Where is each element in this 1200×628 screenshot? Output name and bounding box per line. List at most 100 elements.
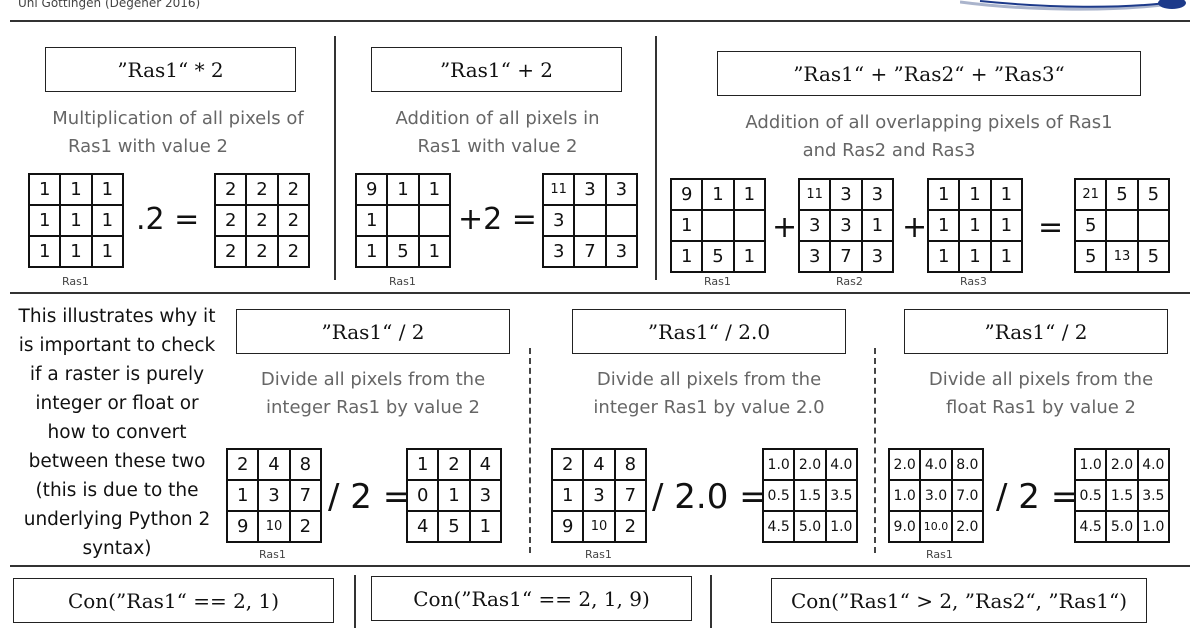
operator-plus: + bbox=[772, 210, 798, 245]
grid-cell: 8 bbox=[615, 450, 647, 481]
grid-cell: 9 bbox=[553, 512, 585, 543]
formula-box-add: ”Ras1“ + 2 bbox=[371, 47, 622, 92]
grid-cell: 5 bbox=[388, 237, 420, 268]
grid-cell: 1 bbox=[30, 206, 62, 237]
grid-cell: 2 bbox=[278, 237, 310, 268]
grid-cell: 1 bbox=[470, 512, 502, 543]
grid-cell: 8 bbox=[290, 450, 322, 481]
operator-multiply: .2 = bbox=[136, 202, 200, 237]
grid-cell: 1.0 bbox=[1138, 512, 1170, 543]
grid-cell: 1 bbox=[357, 237, 389, 268]
row1-separator-1 bbox=[334, 36, 336, 280]
grid-cell: 1 bbox=[960, 242, 992, 273]
grid-cell: 3.5 bbox=[1138, 481, 1170, 512]
grid-cell bbox=[703, 211, 735, 242]
grid-cell: 5 bbox=[703, 242, 735, 273]
row2-separator-2 bbox=[874, 348, 876, 553]
grid-cell: 5.0 bbox=[795, 512, 827, 543]
grid-cell: 3 bbox=[575, 175, 607, 206]
formula-box-divide-float: ”Ras1“ / 2.0 bbox=[572, 309, 846, 354]
operator-divide: / 2 = bbox=[996, 477, 1080, 517]
grid-cell: 1.5 bbox=[795, 481, 827, 512]
description-divide-float-raster: Divide all pixels from the float Ras1 by… bbox=[903, 366, 1179, 422]
grid-cell: 3 bbox=[831, 211, 863, 242]
grid-cell: 4.5 bbox=[764, 512, 796, 543]
note-line: is important to check bbox=[18, 335, 216, 356]
grid-cell: 1 bbox=[991, 180, 1023, 211]
row1-separator-2 bbox=[655, 36, 657, 280]
grid-cell: 3 bbox=[831, 180, 863, 211]
grid-cell: 1 bbox=[960, 180, 992, 211]
grid-cell: 1.0 bbox=[764, 450, 796, 481]
grid-cell: 9.0 bbox=[890, 512, 922, 543]
grid-cell: 5 bbox=[1076, 242, 1108, 273]
grid-cell: 21 bbox=[1076, 180, 1108, 211]
formula-box-con-2: Con(”Ras1“ == 2, 1, 9) bbox=[371, 576, 692, 621]
grid-cell: 1 bbox=[419, 237, 451, 268]
note-line: underlying Python 2 bbox=[23, 509, 211, 530]
grid-cell: 4 bbox=[470, 450, 502, 481]
grid-cell: 3.0 bbox=[921, 481, 953, 512]
grid-cell: 0.5 bbox=[1076, 481, 1108, 512]
grid-cell: 1 bbox=[228, 481, 260, 512]
grid-cell: 3 bbox=[544, 237, 576, 268]
grid-cell: 4.5 bbox=[1076, 512, 1108, 543]
grid-cell: 2 bbox=[553, 450, 585, 481]
grid-cell: 5 bbox=[439, 512, 471, 543]
grid-label: Ras2 bbox=[836, 275, 863, 288]
grid-cell: 1 bbox=[929, 242, 961, 273]
row2-divider bbox=[10, 565, 1190, 567]
operator-equals: = bbox=[1038, 210, 1064, 245]
formula-box-divide-int: ”Ras1“ / 2 bbox=[236, 309, 510, 354]
desc-line: float Ras1 by value 2 bbox=[946, 397, 1136, 418]
operator-divide: / 2 = bbox=[328, 477, 412, 517]
grid-cell: 1 bbox=[30, 175, 62, 206]
grid-cell: 1 bbox=[703, 180, 735, 211]
desc-line: Addition of all pixels in bbox=[395, 108, 600, 129]
desc-line: integer Ras1 by value 2.0 bbox=[593, 397, 825, 418]
source-caption: Uni Göttingen (Degener 2016) bbox=[18, 0, 201, 10]
desc-line: Addition of all overlapping pixels of Ra… bbox=[745, 112, 1113, 133]
grid-cell: 0 bbox=[408, 481, 440, 512]
grid-cell: 4.0 bbox=[921, 450, 953, 481]
grid-cell: 1 bbox=[672, 242, 704, 273]
grid-cell bbox=[734, 211, 766, 242]
grid-cell: 1 bbox=[439, 481, 471, 512]
grid-label: Ras3 bbox=[960, 275, 987, 288]
grid-cell: 1 bbox=[92, 206, 124, 237]
operator-plus: + bbox=[902, 210, 928, 245]
grid-cell: 7 bbox=[290, 481, 322, 512]
grid-cell: 3 bbox=[584, 481, 616, 512]
grid-cell: 2.0 bbox=[952, 512, 984, 543]
grid-cell: 7 bbox=[575, 237, 607, 268]
note-line: integer or float or bbox=[35, 393, 199, 414]
grid-cell: 8.0 bbox=[952, 450, 984, 481]
grid-cell: 4.0 bbox=[1138, 450, 1170, 481]
desc-line: and Ras2 and Ras3 bbox=[802, 140, 976, 161]
grid-cell: 2.0 bbox=[890, 450, 922, 481]
grid-cell: 2 bbox=[247, 237, 279, 268]
grid-cell: 2 bbox=[216, 175, 248, 206]
formula-box-con-1: Con(”Ras1“ == 2, 1) bbox=[13, 578, 334, 623]
grid-cell: 1 bbox=[92, 175, 124, 206]
operator-add: +2 = bbox=[458, 202, 537, 237]
grid-cell: 0.5 bbox=[764, 481, 796, 512]
grid-cell: 2.0 bbox=[795, 450, 827, 481]
grid-cell: 9 bbox=[357, 175, 389, 206]
grid-cell: 2 bbox=[290, 512, 322, 543]
grid-cell: 13 bbox=[1107, 242, 1139, 273]
grid-cell: 1 bbox=[357, 206, 389, 237]
description-multiply: Multiplication of all pixels of Ras1 wit… bbox=[20, 105, 336, 161]
grid-cell: 5 bbox=[1138, 242, 1170, 273]
grid-cell: 1 bbox=[92, 237, 124, 268]
formula-box-con-3: Con(”Ras1“ > 2, ”Ras2“, ”Ras1“) bbox=[771, 578, 1147, 623]
row1-divider bbox=[10, 292, 1190, 294]
grid-cell: 4 bbox=[584, 450, 616, 481]
grid-cell: 1 bbox=[61, 175, 93, 206]
